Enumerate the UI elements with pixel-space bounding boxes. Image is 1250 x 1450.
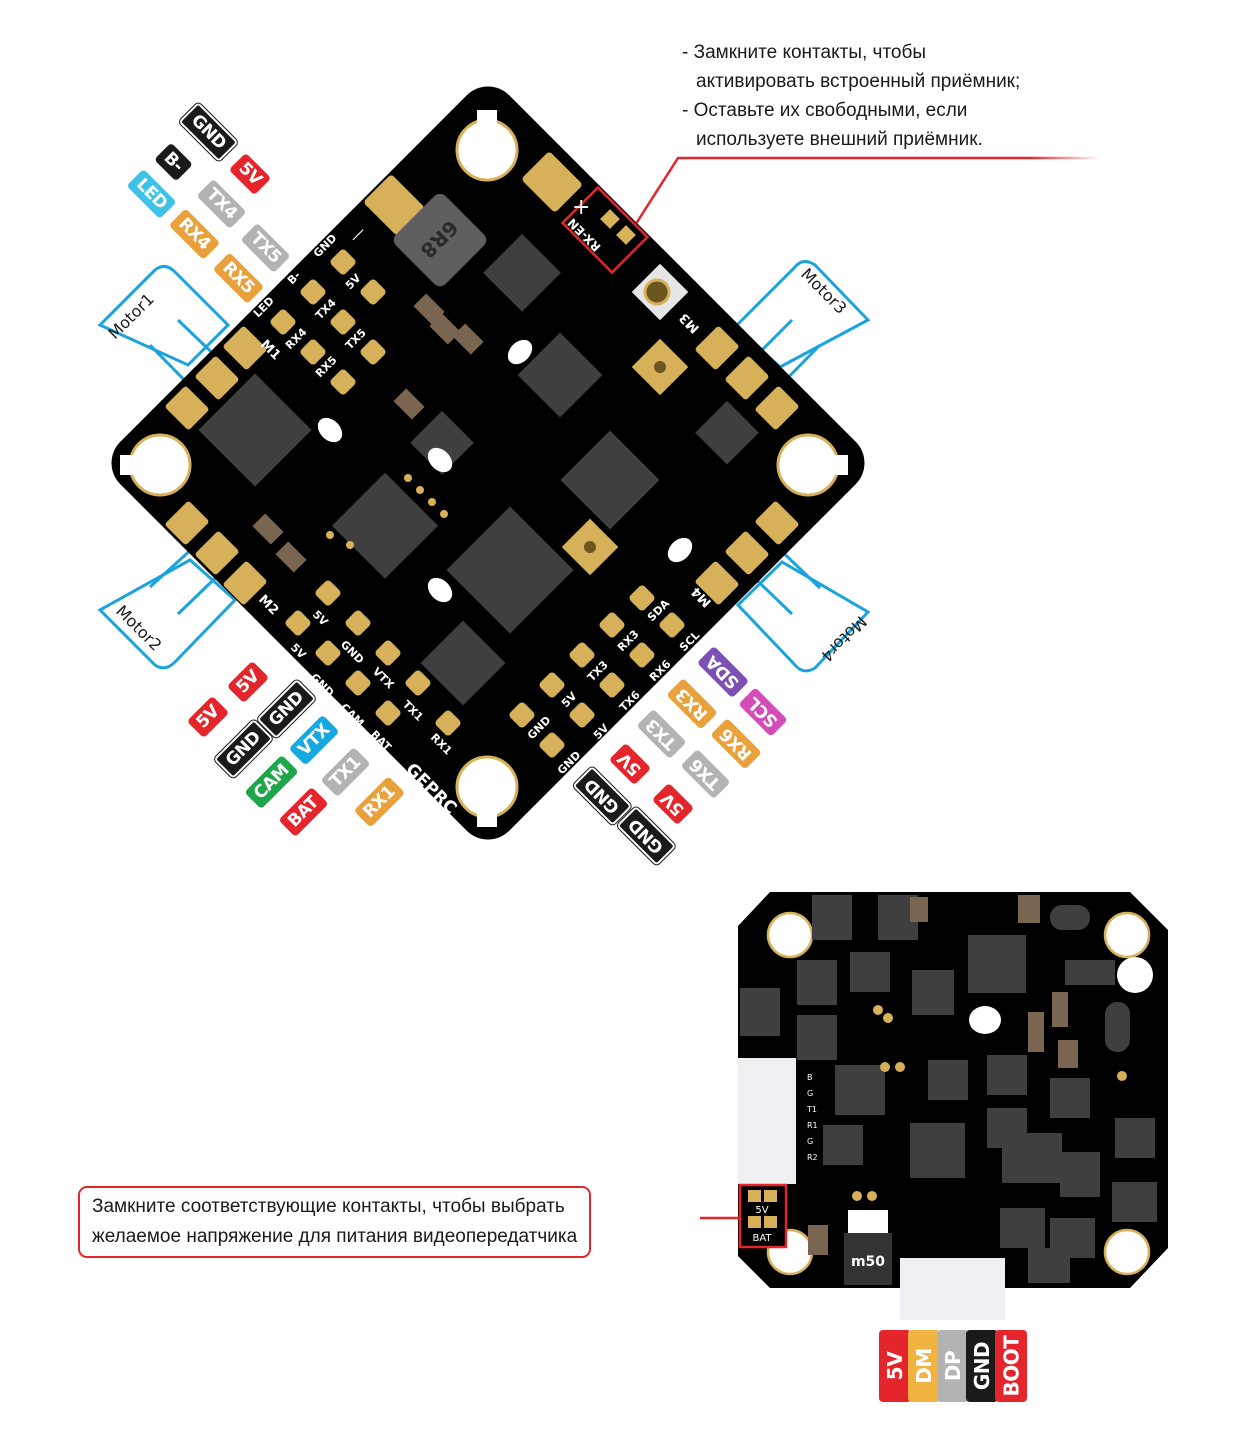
motor-pads <box>165 326 799 605</box>
usb-tag-boot: BOOT <box>995 1330 1027 1402</box>
rx-en-note-line-1: - Замкните контакты, чтобы <box>682 42 927 63</box>
pin-label: G <box>807 1089 813 1098</box>
top-left-pads <box>270 249 386 395</box>
battery-plus-pad <box>522 152 582 212</box>
mcu-chip <box>446 506 574 634</box>
rx-en-note-line-4: используете внешний приёмник. <box>696 129 983 150</box>
usb-tag-dp: DP <box>937 1330 969 1402</box>
pin-label: T1 <box>806 1105 817 1114</box>
usb-tag-label: DP <box>940 1350 965 1382</box>
plus-label: + <box>572 195 590 220</box>
main-board-diagram: 6R8 <box>97 86 1100 840</box>
usb-tag-label: 5V <box>883 1351 907 1381</box>
ic-chip <box>695 400 759 465</box>
vtx-voltage-note: Замкните соответствующие контакты, чтобы… <box>78 1186 592 1258</box>
vtx-mount-holes <box>766 911 1151 1276</box>
vtx-connector-pins: B G T1 R1 G R2 <box>806 1073 818 1162</box>
mount-hole <box>1103 911 1151 959</box>
main-board <box>111 86 865 840</box>
ics <box>198 233 759 706</box>
usb-tag-label: DM <box>912 1348 937 1384</box>
pin-label: B <box>807 1073 813 1082</box>
power-pads <box>364 152 582 235</box>
rx-en-note-line-3: - Оставьте их свободными, если <box>682 100 968 121</box>
usb-tag-label: GND <box>970 1341 995 1391</box>
pin-label: G <box>807 1137 813 1146</box>
usb-tag-label: BOOT <box>999 1335 1024 1397</box>
ic-chip <box>517 332 603 418</box>
antenna-connector <box>643 278 671 306</box>
vtx-passives <box>808 895 1153 1255</box>
ic-chip <box>410 410 474 475</box>
select-5v-label: 5V <box>755 1205 768 1216</box>
motor1-label: Motor1 <box>104 289 157 342</box>
vtx-inductor-m50: m50 <box>844 1210 892 1285</box>
mounting-holes <box>120 110 848 827</box>
bottom-right-pads <box>509 585 685 758</box>
usb-tag-dm: DM <box>908 1330 940 1402</box>
rx-en-note-line-2: активировать встроенный приёмник; <box>696 71 1021 92</box>
rx-en-note: - Замкните контакты, чтобы активировать … <box>682 38 1020 154</box>
ic-chip <box>483 233 561 312</box>
mount-hole <box>1103 1228 1151 1276</box>
vtx-ics <box>740 895 1157 1283</box>
rx-en-callout-line <box>630 156 1100 231</box>
vtx-note-line-1: Замкните соответствующие контакты, чтобы… <box>92 1196 565 1217</box>
battery-minus-pad <box>364 175 424 235</box>
vtx-board-diagram: m50 B G T1 R1 G R2 5V BAT <box>700 892 1168 1320</box>
inductor-marking: m50 <box>851 1254 885 1270</box>
vtx-side-connector <box>738 1058 796 1184</box>
mount-hole <box>766 911 814 959</box>
motor4-label: Motor4 <box>817 612 870 665</box>
usb-connector <box>900 1258 1005 1320</box>
pin-label: R1 <box>807 1121 818 1130</box>
ic-chip <box>198 373 312 487</box>
inductor-6r8: 6R8 <box>393 193 487 287</box>
bottom-left-pads <box>285 580 461 736</box>
usb-tag-5v: 5V <box>879 1330 911 1402</box>
vtx-voltage-select: 5V BAT <box>738 1183 788 1249</box>
vtx-note-line-2: желаемое напряжение для питания видеопер… <box>92 1226 578 1247</box>
ic-chip <box>420 620 506 706</box>
usb-tag-gnd: GND <box>966 1330 998 1402</box>
pin-label: R2 <box>807 1153 818 1162</box>
select-bat-label: BAT <box>752 1233 772 1244</box>
ic-chip <box>560 430 660 530</box>
